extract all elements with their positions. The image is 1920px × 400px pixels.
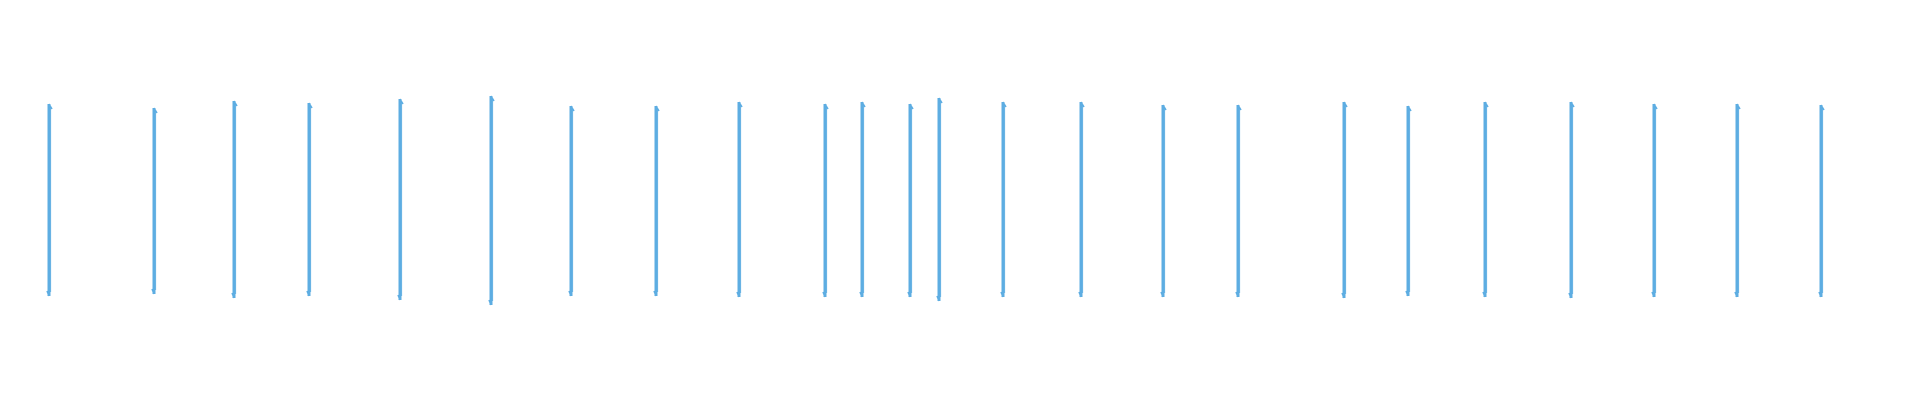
bar-bottom-tick bbox=[1405, 290, 1409, 297]
bar-top-tick bbox=[738, 101, 743, 108]
bar-top-tick bbox=[655, 105, 660, 112]
bar-bottom-tick bbox=[736, 291, 740, 298]
bar-top-tick bbox=[490, 95, 495, 102]
vertical-bar-12 bbox=[907, 103, 914, 298]
vertical-bar-01 bbox=[46, 103, 53, 297]
bar-top-tick bbox=[1343, 101, 1348, 108]
bar-bottom-tick bbox=[568, 290, 572, 297]
bar-top-tick bbox=[938, 97, 943, 104]
vertical-bar-08 bbox=[653, 105, 660, 297]
bar-top-tick bbox=[1407, 105, 1412, 112]
bar-top-tick bbox=[1736, 103, 1741, 110]
bar-bottom-tick bbox=[46, 290, 50, 297]
vertical-bar-15 bbox=[1078, 101, 1085, 298]
bar-top-tick bbox=[824, 103, 829, 110]
bar-bottom-tick bbox=[1482, 291, 1486, 298]
bar-bottom-tick bbox=[306, 290, 310, 297]
vertical-bar-07 bbox=[568, 105, 575, 297]
bar-bottom-tick bbox=[1651, 291, 1655, 298]
bar-bottom-tick bbox=[1000, 291, 1004, 298]
bar-bottom-tick bbox=[1734, 291, 1738, 298]
bar-top-tick bbox=[861, 101, 866, 108]
vertical-bar-23 bbox=[1734, 103, 1741, 298]
bar-bottom-tick bbox=[1341, 292, 1345, 299]
bar-top-tick bbox=[1002, 101, 1007, 108]
bar-top-tick bbox=[308, 102, 313, 109]
bar-bottom-tick bbox=[488, 299, 492, 306]
bar-top-tick bbox=[570, 105, 575, 112]
vertical-bar-03 bbox=[231, 100, 238, 299]
bar-top-tick bbox=[1653, 103, 1658, 110]
vertical-bar-13 bbox=[936, 97, 943, 302]
bar-bottom-tick bbox=[822, 291, 826, 298]
bar-top-tick bbox=[153, 107, 158, 114]
bar-bottom-tick bbox=[1078, 291, 1082, 298]
bar-top-tick bbox=[1484, 101, 1489, 108]
bar-top-tick bbox=[1237, 104, 1242, 111]
vertical-bar-24 bbox=[1818, 104, 1825, 298]
bar-bottom-tick bbox=[1818, 291, 1822, 298]
bar-bottom-tick bbox=[1235, 291, 1239, 298]
bar-top-tick bbox=[1080, 101, 1085, 108]
vertical-bar-16 bbox=[1160, 104, 1167, 298]
bar-bottom-tick bbox=[907, 291, 911, 298]
vertical-bar-06 bbox=[488, 95, 495, 306]
bar-bottom-tick bbox=[397, 294, 401, 301]
vertical-bar-05 bbox=[397, 98, 404, 301]
bar-bottom-tick bbox=[1568, 292, 1572, 299]
bar-bottom-tick bbox=[151, 288, 155, 295]
vertical-bar-10 bbox=[822, 103, 829, 298]
vertical-bar-14 bbox=[1000, 101, 1007, 298]
vertical-bar-09 bbox=[736, 101, 743, 298]
vertical-bar-04 bbox=[306, 102, 313, 297]
bar-top-tick bbox=[399, 98, 404, 105]
bar-bottom-tick bbox=[653, 290, 657, 297]
bar-top-tick bbox=[909, 103, 914, 110]
vertical-bar-02 bbox=[151, 107, 158, 295]
vertical-bar-22 bbox=[1651, 103, 1658, 298]
bar-top-tick bbox=[1820, 104, 1825, 111]
bar-bottom-tick bbox=[859, 291, 863, 298]
bar-bottom-tick bbox=[936, 295, 940, 302]
vertical-bar-19 bbox=[1405, 105, 1412, 297]
vertical-bar-18 bbox=[1341, 101, 1348, 299]
bar-bottom-tick bbox=[231, 292, 235, 299]
vertical-bar-11 bbox=[859, 101, 866, 298]
vertical-bar-20 bbox=[1482, 101, 1489, 298]
bar-top-tick bbox=[1162, 104, 1167, 111]
bar-top-tick bbox=[233, 100, 238, 107]
vertical-bar-21 bbox=[1568, 101, 1575, 299]
vertical-bar-17 bbox=[1235, 104, 1242, 298]
bar-top-tick bbox=[48, 103, 53, 110]
bar-bottom-tick bbox=[1160, 291, 1164, 298]
bar-top-tick bbox=[1570, 101, 1575, 108]
